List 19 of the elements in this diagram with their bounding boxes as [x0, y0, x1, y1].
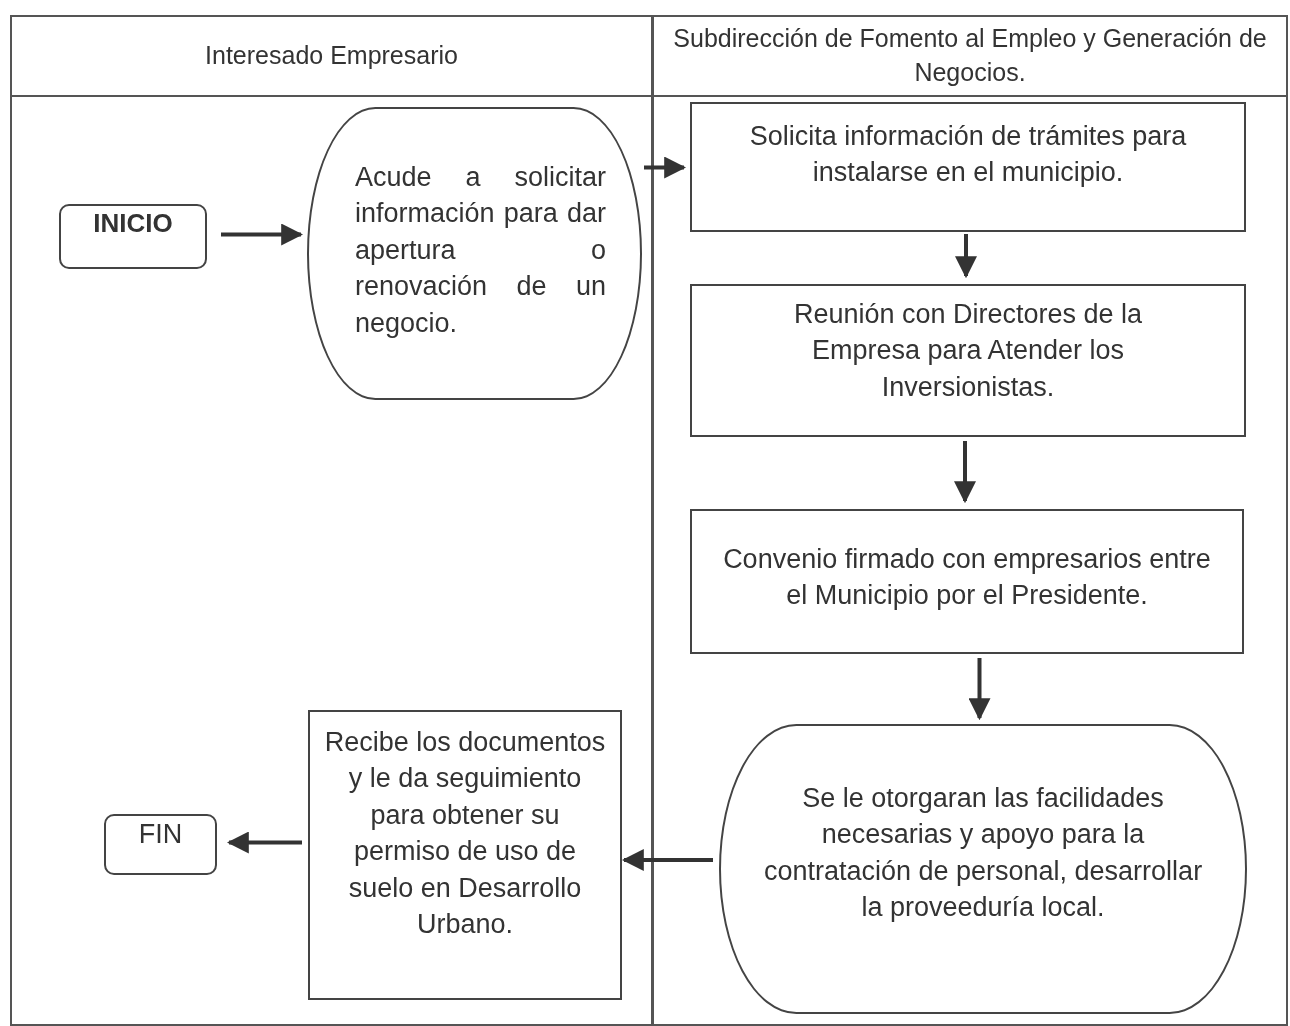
process-box: Reunión con Directores de la Empresa para Atender los Inversionistas. [690, 284, 1246, 437]
arrow [644, 156, 687, 179]
process-box: Recibe los documentos y le da seguimiento para obtener su permiso de uso de suelo en Desarrollo Urbano. [308, 710, 622, 1000]
arrow [968, 658, 991, 721]
start-terminal: INICIO [59, 204, 207, 269]
arrow [221, 223, 304, 246]
arrow [955, 234, 977, 279]
end-terminal: FIN [104, 814, 217, 875]
arrow [226, 831, 302, 854]
swimlane [10, 15, 653, 1026]
process-box: Se le otorgaran las facilidades necesarias y apoyo para la contratación de personal, desarrollar la proveeduría local. [719, 724, 1247, 1014]
process-box: Convenio firmado con empresarios entre el Municipio por el Presidente. [690, 509, 1244, 654]
process-box: Acude a solicitar información para dar apertura o renovación de un negocio. [307, 107, 642, 400]
lane-header: Subdirección de Fomento al Empleo y Generación de Negocios. [672, 23, 1268, 88]
arrow [621, 849, 713, 871]
lane-header: Interesado Empresario [205, 40, 458, 72]
swimlane [652, 15, 1288, 1026]
arrow [954, 441, 976, 504]
process-box: Solicita información de trámites para instalarse en el municipio. [690, 102, 1246, 232]
